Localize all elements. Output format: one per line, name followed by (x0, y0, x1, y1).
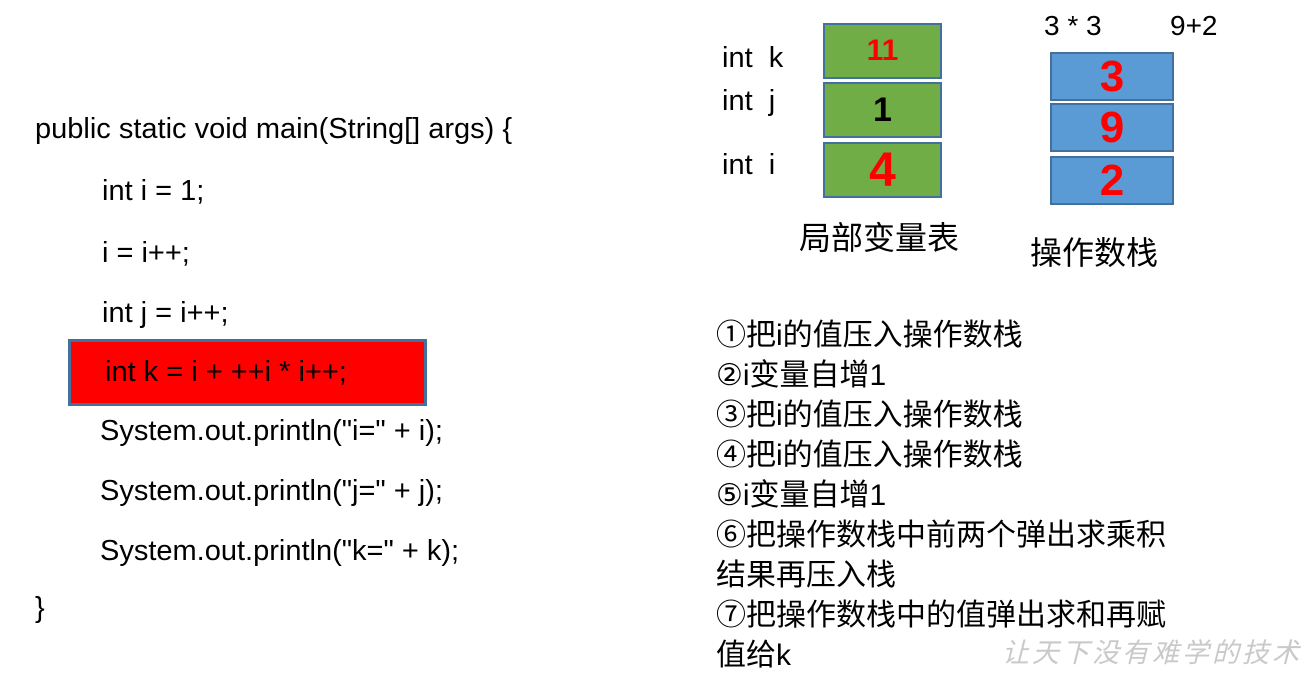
variable-cell-j: 1 (823, 82, 942, 138)
code-line-int-j: int j = i++; (102, 297, 229, 329)
stack-cell-top: 3 (1050, 52, 1174, 101)
watermark-text: 让天下没有难学的技术 (1002, 638, 1302, 669)
code-line-int-k-highlighted: int k = i + ++i * i++; (105, 356, 347, 388)
variable-cell-i: 4 (823, 142, 942, 198)
code-line-closing-brace: } (35, 592, 45, 624)
stack-value-bottom: 2 (1099, 155, 1125, 205)
code-line-int-i: int i = 1; (102, 175, 205, 207)
step-4: ④把i的值压入操作数栈 (716, 439, 1023, 472)
variable-cell-k: 11 (823, 23, 942, 79)
code-line-println-k: System.out.println("k=" + k); (100, 535, 460, 567)
local-variable-table-title: 局部变量表 (799, 220, 960, 256)
variable-value-k: 11 (866, 34, 899, 67)
variable-label-i: int i (722, 149, 776, 181)
operand-stack-title: 操作数栈 (1030, 235, 1159, 271)
variable-value-i: 4 (869, 143, 896, 197)
code-line-i-assign: i = i++; (102, 237, 190, 269)
code-line-method-signature: public static void main(String[] args) { (35, 113, 513, 145)
stack-value-top: 3 (1099, 51, 1125, 101)
code-line-println-j: System.out.println("j=" + j); (100, 475, 443, 507)
step-3: ③把i的值压入操作数栈 (716, 399, 1023, 432)
stack-value-middle: 9 (1099, 102, 1125, 152)
step-5: ⑤i变量自增1 (716, 479, 887, 512)
variable-label-k: int k (722, 42, 784, 74)
stack-cell-bottom: 2 (1050, 156, 1174, 205)
highlighted-code-box: int k = i + ++i * i++; (68, 339, 427, 406)
step-6: ⑥把操作数栈中前两个弹出求乘积结果再压入栈 (716, 519, 1166, 592)
code-line-println-i: System.out.println("i=" + i); (100, 415, 443, 447)
stack-cell-middle: 9 (1050, 103, 1174, 152)
execution-steps-list: ①把i的值压入操作数栈 ②i变量自增1 ③把i的值压入操作数栈 ④把i的值压入操… (716, 316, 1194, 676)
stack-annotation-add: 9+2 (1170, 10, 1218, 41)
variable-label-j: int j (722, 85, 776, 117)
step-1: ①把i的值压入操作数栈 (716, 319, 1023, 352)
stack-annotation-multiply: 3 * 3 (1044, 10, 1102, 41)
variable-value-j: 1 (873, 90, 892, 129)
step-2: ②i变量自增1 (716, 359, 887, 392)
step-7: ⑦把操作数栈中的值弹出求和再赋值给k (716, 599, 1166, 672)
